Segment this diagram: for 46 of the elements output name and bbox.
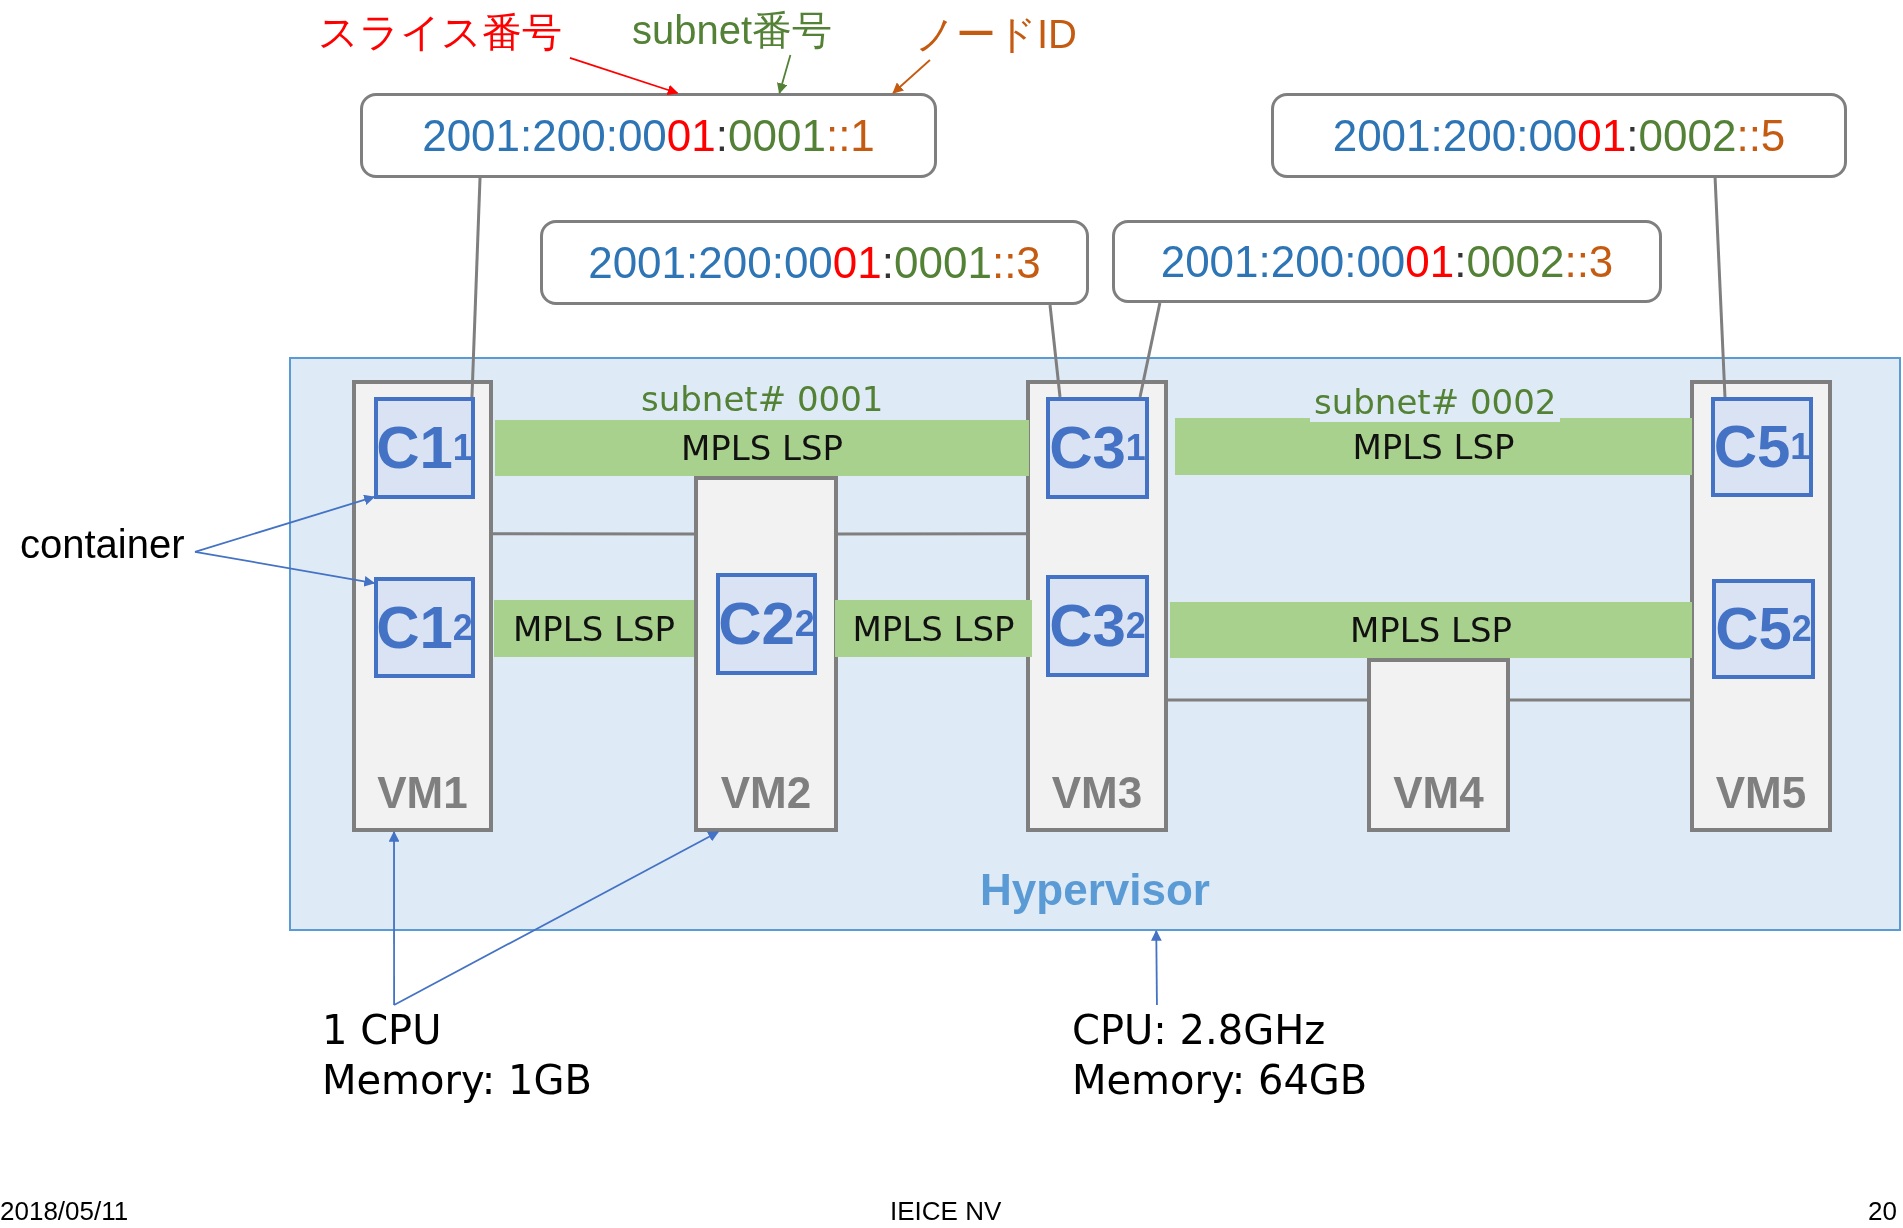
lsp-bar: MPLS LSP: [494, 600, 694, 657]
link-line: [493, 532, 694, 536]
callout-tail: [1138, 302, 1162, 398]
hypervisor-box: [289, 357, 1901, 931]
arrow: [776, 54, 792, 95]
lsp-bar: MPLS LSP: [1175, 418, 1692, 475]
lsp-bar: MPLS LSP: [835, 600, 1032, 657]
callout-tail: [1048, 304, 1062, 398]
vm-label: VM2: [719, 768, 813, 818]
arrow: [393, 831, 719, 1006]
link-line: [838, 532, 1026, 536]
lsp-bar: MPLS LSP: [495, 420, 1029, 476]
vm-box: [1026, 380, 1168, 832]
vm-label: VM5: [1714, 768, 1808, 818]
vm-box: [1367, 658, 1510, 832]
arrow: [194, 494, 376, 553]
spec-text: 1 CPU Memory: 1GB: [322, 1005, 592, 1125]
address-callout: 2001:200:0001:0001::3: [540, 220, 1089, 305]
lsp-bar: MPLS LSP: [1170, 602, 1692, 658]
address-callout: 2001:200:0001:0002::3: [1112, 220, 1662, 303]
link-line: [1510, 698, 1690, 702]
arrow: [1150, 929, 1162, 1006]
vm-box: [352, 380, 493, 832]
vm-box: [1690, 380, 1832, 832]
link-line: [1168, 698, 1367, 702]
annotation-text: スライス番号: [318, 8, 588, 60]
hypervisor-label: Hypervisor: [979, 865, 1211, 915]
address-callout: 2001:200:0001:0001::1: [360, 93, 937, 178]
annotation-text: container: [20, 520, 195, 580]
vm-label: VM4: [1392, 768, 1485, 818]
annotation-text: subnet番号: [632, 6, 852, 56]
arrow: [892, 59, 931, 94]
arrow: [569, 57, 679, 96]
page-number: 20: [1868, 1196, 1897, 1227]
footer-text: 2018/05/11: [0, 1196, 129, 1227]
address-callout: 2001:200:0001:0002::5: [1271, 93, 1847, 178]
vm-label: VM3: [1050, 768, 1144, 818]
arrow: [388, 830, 400, 1006]
arrow: [194, 550, 376, 587]
footer-text: IEICE NV: [890, 1196, 1002, 1227]
callout-tail: [1713, 177, 1727, 398]
callout-tail: [470, 177, 482, 398]
vm-label: VM1: [376, 768, 469, 818]
spec-text: CPU: 2.8GHz Memory: 64GB: [1072, 1005, 1382, 1125]
annotation-text: ノードID: [915, 10, 1095, 60]
vm-box: [694, 476, 838, 832]
